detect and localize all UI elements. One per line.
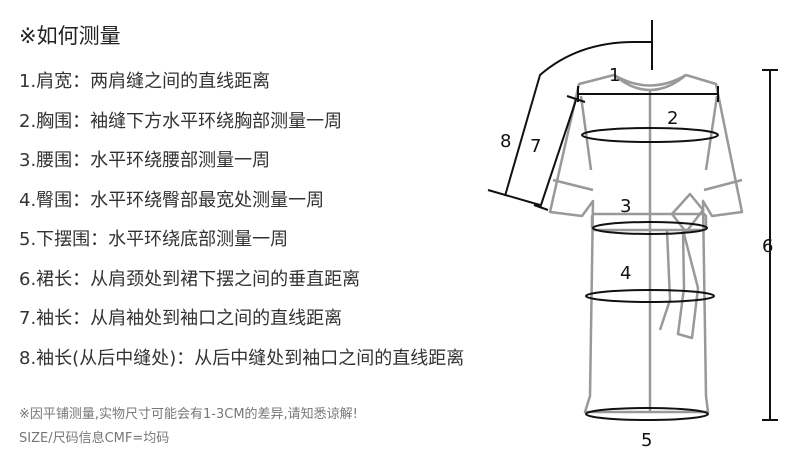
size-info: SIZE/尺码信息CMF=均码 xyxy=(19,431,170,446)
label-7: 7 xyxy=(530,136,541,157)
disclaimer-note: ※因平铺测量,实物尺寸可能会有1-3CM的差异,请知悉谅解! xyxy=(19,407,358,422)
measurement-shoulder: 1.肩宽：两肩缝之间的直线距离 xyxy=(19,71,271,92)
measurement-diagram: 1 2 3 4 5 6 7 8 xyxy=(470,0,790,469)
label-8: 8 xyxy=(500,131,511,152)
measurement-hem: 5.下摆围：水平环绕底部测量一周 xyxy=(19,229,289,250)
measurement-sleeve-from-back: 8.袖长(从后中缝处)：从后中缝处到袖口之间的直线距离 xyxy=(19,347,465,369)
label-3: 3 xyxy=(620,196,631,217)
measurement-numbers: 1 2 3 4 5 6 7 8 xyxy=(500,65,773,451)
label-6: 6 xyxy=(762,236,773,257)
measurement-list: 1.肩宽：两肩缝之间的直线距离 2.胸围：袖缝下方水平环绕胸部测量一周 3.腰围… xyxy=(19,62,464,378)
measurement-sleeve-length: 7.袖长：从肩袖处到袖口之间的直线距离 xyxy=(19,308,343,329)
measurement-chest: 2.胸围：袖缝下方水平环绕胸部测量一周 xyxy=(19,110,343,132)
measurement-dress-length: 6.裙长：从肩颈处到裙下摆之间的垂直距离 xyxy=(19,268,361,290)
label-5: 5 xyxy=(641,430,652,451)
label-2: 2 xyxy=(667,108,678,129)
label-4: 4 xyxy=(620,263,631,284)
page-title: ※如何测量 xyxy=(19,24,121,48)
measurement-hip: 4.臀围：水平环绕臀部最宽处测量一周 xyxy=(19,189,325,211)
label-1: 1 xyxy=(609,65,620,86)
measurement-waist: 3.腰围：水平环绕腰部测量一周 xyxy=(19,150,271,171)
measurement-lines xyxy=(487,20,778,421)
dress-outline xyxy=(548,73,744,414)
